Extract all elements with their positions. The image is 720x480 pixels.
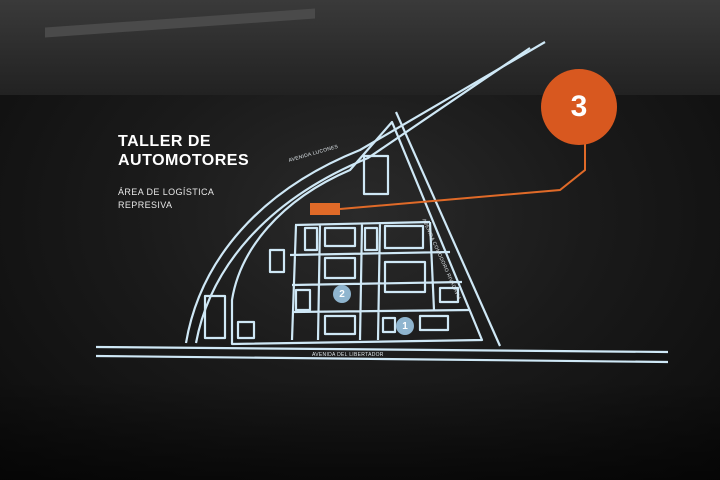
workshop-building	[310, 203, 340, 215]
map-subtitle: ÁREA DE LOGÍSTICA REPRESIVA	[118, 186, 258, 212]
road-libertador	[95, 345, 669, 354]
subtitle-line-1: ÁREA DE LOGÍSTICA	[118, 187, 215, 197]
subtitle-line-2: REPRESIVA	[118, 200, 173, 210]
floor-shadow	[0, 380, 720, 480]
road-comodoro	[394, 111, 502, 347]
title-line-2: AUTOMOTORES	[118, 152, 250, 169]
road-lucones	[184, 41, 546, 344]
marker-1: 1	[396, 317, 414, 335]
marker-2: 2	[333, 285, 351, 303]
road-libertador-lower	[95, 354, 669, 364]
connector-line	[339, 120, 586, 210]
title-line-1: TALLER DE	[118, 133, 212, 150]
marker-3: 3	[541, 69, 617, 145]
map-title: TALLER DE AUTOMOTORES	[118, 132, 288, 170]
site-perimeter	[230, 120, 484, 346]
street-label-libertador: AVENIDA DEL LIBERTADOR	[312, 352, 384, 358]
